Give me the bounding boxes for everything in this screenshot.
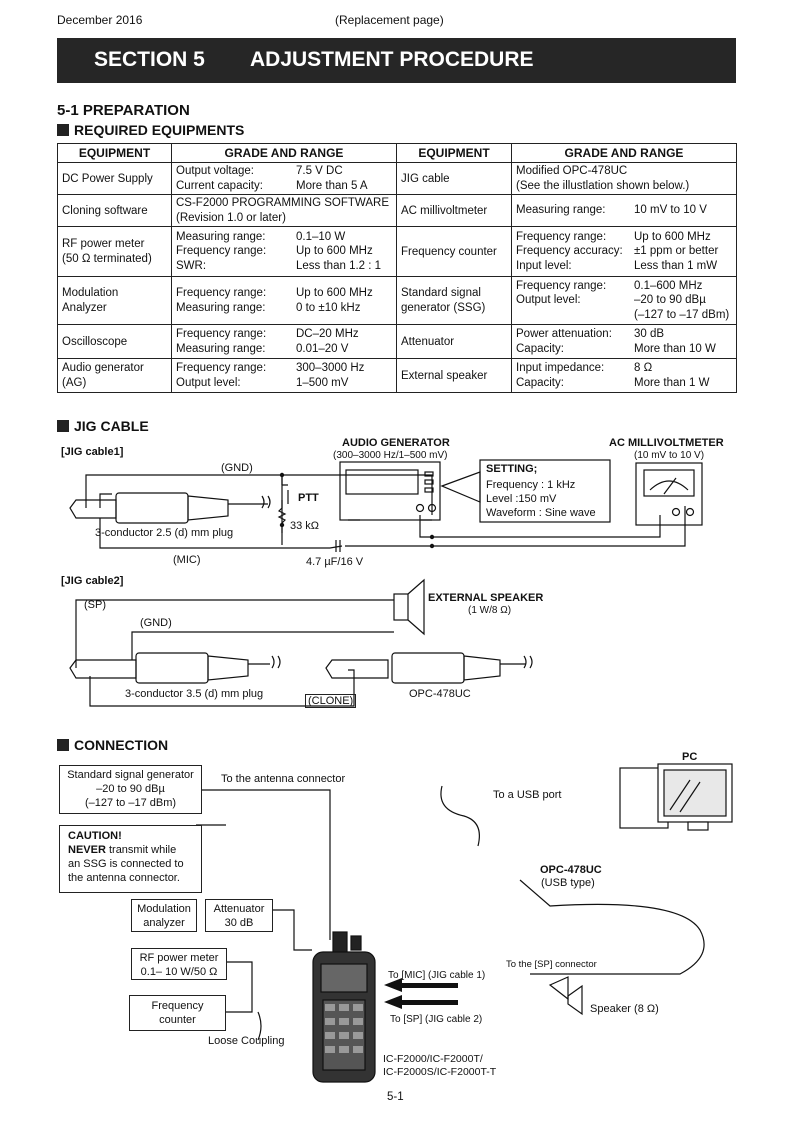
table-row: Audio generator(AG) Frequency range:300–… [57,358,737,393]
table-header-row: EQUIPMENT GRADE AND RANGE EQUIPMENT GRAD… [57,143,737,163]
radio-model-label: IC-F2000/IC-F2000T/IC-F2000S/IC-F2000T-T [383,1053,497,1078]
jig-cable2-label: [JIG cable2] [61,575,124,587]
gnd-label: (GND) [221,462,253,474]
grade-cell: Output voltage:7.5 V DC Current capacity… [171,162,397,195]
equipment-cell: Frequency counter [396,226,512,277]
external-speaker-rating: (1 W/8 Ω) [468,605,512,616]
ac-millivoltmeter-label: AC MILLIVOLTMETER [609,437,724,449]
to-sp-connector-label: To the [SP] connector [506,959,597,970]
sp-label: (SP) [84,599,106,611]
connection-heading-text: CONNECTION [74,737,169,753]
connection-heading: CONNECTION [57,737,168,753]
capacitor-label: 4.7 µF/16 V [306,556,364,568]
grade-cell: Measuring range:10 mV to 10 V [511,194,737,227]
plug2-label: 3-conductor 3.5 (d) mm plug [125,688,264,700]
mic-label: (MIC) [173,554,201,566]
opc-cable-label: OPC-478UC [540,864,602,876]
ssg-box: Standard signal generator–20 to 90 dBµ(–… [59,765,202,814]
header-note: (Replacement page) [335,13,444,27]
grade-cell: Frequency range:DC–20 MHz Measuring rang… [171,324,397,359]
pc-label: PC [682,751,698,763]
to-mic-label: To [MIC] (JIG cable 1) [388,970,486,981]
pc-icon [619,763,733,831]
grade-cell: Input impedance:8 Ω Capacity:More than 1… [511,358,737,393]
section-number: SECTION 5 [94,48,205,71]
grade-cell: CS-F2000 PROGRAMMING SOFTWARE(Revision 1… [171,194,397,227]
equipment-cell: AC millivoltmeter [396,194,512,227]
opc-label: OPC-478UC [409,688,471,700]
plug1-tip [69,499,117,519]
resistor-label: 33 kΩ [290,520,320,532]
plug1-label: 3-conductor 2.5 (d) mm plug [95,527,234,539]
header-date: December 2016 [57,13,143,27]
jig-cable-heading: JIG CABLE [57,418,149,434]
radio-icon [312,931,376,1083]
equipment-cell: RF power meter(50 Ω terminated) [57,226,172,277]
plug1-body [115,492,189,524]
audio-generator-label: AUDIO GENERATOR [342,437,450,449]
equipment-cell: Audio generator(AG) [57,358,172,393]
gnd2-label: (GND) [140,617,172,629]
equipment-cell: DC Power Supply [57,162,172,195]
setting-title: SETTING; [486,463,538,475]
equipment-cell: Oscilloscope [57,324,172,359]
preparation-heading: 5-1 PREPARATION [57,102,190,119]
to-sp-label: To [SP] (JIG cable 2) [390,1014,483,1025]
ptt-label: PTT [298,492,319,504]
equipment-table: EQUIPMENT GRADE AND RANGE EQUIPMENT GRAD… [57,143,737,393]
heading-square-icon [57,124,69,136]
usb-type-label: (USB type) [541,877,595,889]
clone-label: (CLONE) [305,694,357,708]
required-heading-text: REQUIRED EQUIPMENTS [74,122,245,138]
jig-cable-heading-text: JIG CABLE [74,418,149,434]
table-row: Cloning software CS-F2000 PROGRAMMING SO… [57,194,737,227]
speaker-label: Speaker (8 Ω) [590,1003,659,1015]
heading-square-icon [57,739,69,751]
grade-cell: Measuring range:0.1–10 W Frequency range… [171,226,397,277]
grade-cell: Power attenuation:30 dB Capacity:More th… [511,324,737,359]
jig-cable1-label: [JIG cable1] [61,446,124,458]
ac-millivoltmeter-range: (10 mV to 10 V) [634,450,705,461]
audio-generator-range: (300–3000 Hz/1–500 mV) [333,450,448,461]
table-row: DC Power Supply Output voltage:7.5 V DC … [57,162,737,195]
loose-coupling-label: Loose Coupling [208,1035,285,1047]
external-speaker-label: EXTERNAL SPEAKER [428,592,544,604]
usb-port-label: To a USB port [493,789,562,801]
equipment-cell: JIG cable [396,162,512,195]
grade-cell: Frequency range:0.1–600 MHz Output level… [511,276,737,325]
page-number: 5-1 [387,1091,404,1103]
plug1-strain [187,495,229,521]
grade-cell: Frequency range:Up to 600 MHz Frequency … [511,226,737,277]
caution-box: CAUTION! NEVER transmit while an SSG is … [59,825,202,893]
table-row: RF power meter(50 Ω terminated) Measurin… [57,226,737,277]
to-antenna-label: To the antenna connector [221,773,346,785]
table-row: Oscilloscope Frequency range:DC–20 MHz M… [57,324,737,359]
section-title: ADJUSTMENT PROCEDURE [250,48,534,71]
required-heading: REQUIRED EQUIPMENTS [57,122,244,138]
heading-square-icon [57,420,69,432]
section-banner: SECTION 5 ADJUSTMENT PROCEDURE [57,38,736,83]
grade-cell: Modified OPC-478UC(See the illustlation … [511,162,737,195]
